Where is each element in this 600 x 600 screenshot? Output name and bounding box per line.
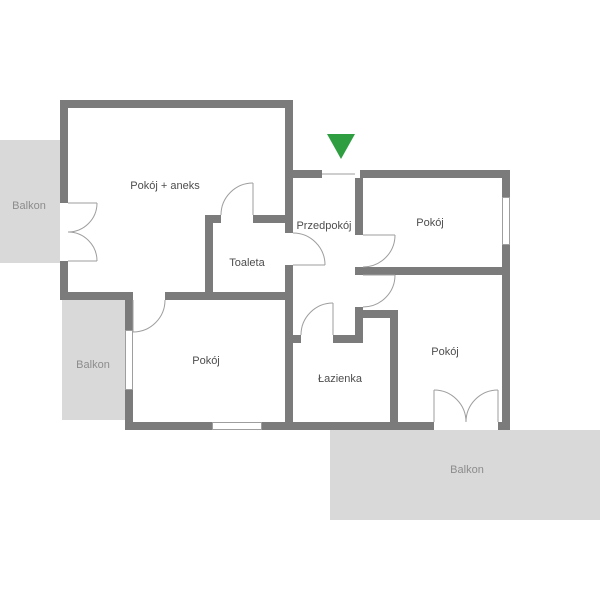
wall-segment <box>285 100 293 233</box>
balcony-area <box>0 140 60 263</box>
entrance-arrow-icon <box>327 134 355 159</box>
door-arc <box>220 182 254 216</box>
wall-segment <box>355 310 398 318</box>
wall-segment <box>285 265 293 430</box>
balcony-label-mid-left: Balkon <box>76 359 110 371</box>
balcony-area <box>330 430 600 520</box>
room-label-main: Pokój + aneks <box>130 180 200 192</box>
door-arc <box>362 234 396 268</box>
wall-segment <box>253 215 293 223</box>
wall-segment <box>205 215 221 223</box>
wall-segment <box>390 310 398 430</box>
door-arc <box>67 202 98 233</box>
wall-segment <box>293 170 322 178</box>
room-label-hallway: Przedpokój <box>296 220 351 232</box>
balcony-area <box>62 300 125 420</box>
wall-segment <box>285 335 301 343</box>
room-label-toilet: Toaleta <box>229 257 265 269</box>
wall-segment <box>125 422 212 430</box>
wall-segment <box>333 335 363 343</box>
room-label-bottom-right: Pokój <box>431 346 459 358</box>
walls <box>60 100 510 430</box>
door-arc <box>362 274 396 308</box>
doors <box>67 173 499 423</box>
door-arc <box>67 231 98 262</box>
wall-segment <box>60 292 133 300</box>
balconies <box>0 140 600 520</box>
wall-segment <box>262 422 434 430</box>
balcony-label-bottom-right: Balkon <box>450 464 484 476</box>
door-arc <box>132 299 166 333</box>
wall-segment <box>205 215 213 300</box>
wall-segment <box>360 170 510 178</box>
wall-segment <box>165 292 293 300</box>
wall-segment <box>60 100 293 108</box>
door-arc <box>300 302 334 336</box>
balcony-label-top-left: Balkon <box>12 200 46 212</box>
wall-segment <box>355 178 363 235</box>
door-arc <box>465 389 499 423</box>
wall-segment <box>502 170 510 197</box>
window <box>125 330 133 390</box>
windows <box>125 197 510 430</box>
wall-segment <box>125 292 133 330</box>
door-arc <box>433 389 467 423</box>
wall-segment <box>60 100 68 203</box>
room-labels: Pokój + aneks Przedpokój Toaleta Pokój P… <box>130 180 458 385</box>
wall-segment <box>355 307 363 343</box>
wall-segment <box>355 267 510 275</box>
wall-segment <box>60 261 68 300</box>
balcony-labels: Balkon Balkon Balkon <box>12 200 484 476</box>
door-arc <box>292 232 326 266</box>
room-label-bathroom: Łazienka <box>318 373 363 385</box>
wall-segment <box>502 245 510 430</box>
window <box>212 422 262 430</box>
room-label-top-right: Pokój <box>416 217 444 229</box>
window <box>502 197 510 245</box>
room-label-bottom-left: Pokój <box>192 355 220 367</box>
wall-segment <box>125 390 133 430</box>
